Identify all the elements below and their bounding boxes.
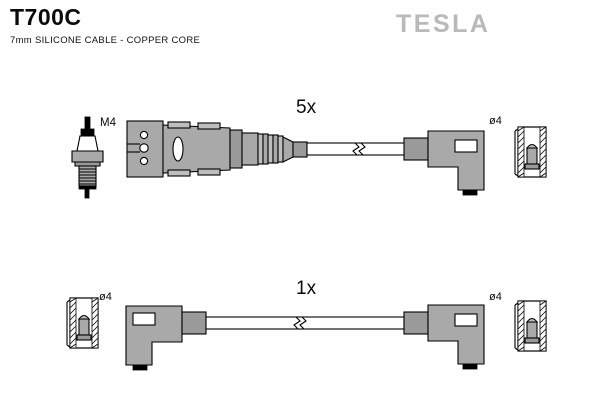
brand-logo: TESLA bbox=[396, 10, 490, 38]
diameter-label-lower-left: ø4 bbox=[99, 291, 112, 303]
right-angle-plug-boot-upper bbox=[403, 130, 485, 196]
terminal-boot-section-lower-right: ø4 bbox=[489, 291, 547, 352]
quantity-label-lower: 1x bbox=[296, 278, 317, 299]
spark-plug: M4 bbox=[71, 116, 117, 199]
terminal-boot-section-upper: ø4 bbox=[489, 115, 547, 178]
straight-distributor-boot-upper bbox=[126, 120, 308, 178]
diameter-label-upper-right: ø4 bbox=[489, 115, 502, 127]
left-angle-plug-boot-lower bbox=[125, 305, 207, 371]
part-description: 7mm SILICONE CABLE - COPPER CORE bbox=[10, 35, 200, 46]
ignition-cable-lower bbox=[205, 316, 405, 330]
ignition-cable-upper bbox=[306, 142, 413, 156]
diameter-label-lower-right: ø4 bbox=[489, 291, 502, 303]
assembly-upper: 5x bbox=[71, 97, 547, 199]
right-angle-plug-boot-lower bbox=[403, 304, 485, 370]
quantity-label-upper: 5x bbox=[296, 97, 317, 118]
ribbed-strain-relief-upper bbox=[257, 133, 308, 165]
thread-label-m4: M4 bbox=[100, 117, 117, 129]
terminal-boot-section-lower-left: ø4 bbox=[66, 291, 112, 349]
assembly-lower: 1x ø4 bbox=[66, 278, 547, 371]
page-title: T700C bbox=[10, 4, 82, 30]
